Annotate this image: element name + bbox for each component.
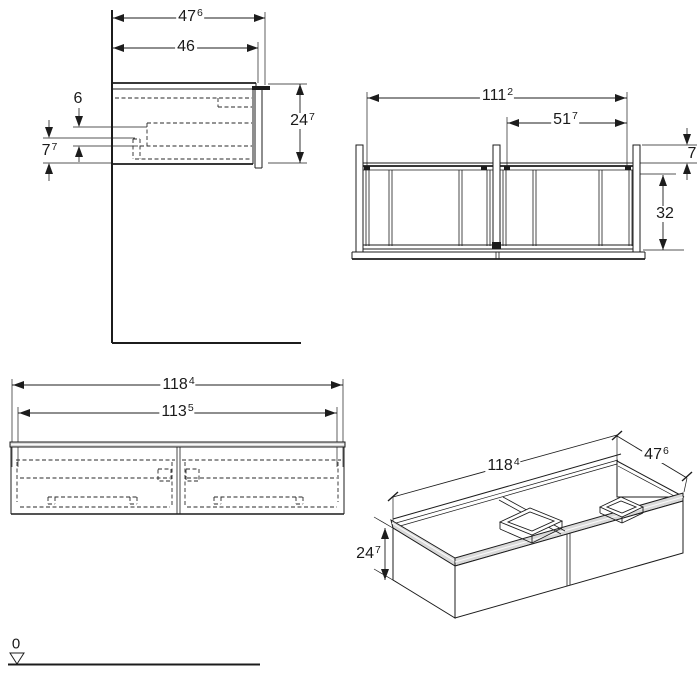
dim-top-inner-depth: 32 [654, 205, 676, 222]
basin-edge-tick [252, 86, 270, 90]
top-view-carcass [351, 144, 646, 260]
side-view-hidden-lines [115, 97, 252, 160]
siphon-cutout-right [598, 496, 645, 524]
datum-triangle-icon [9, 652, 25, 665]
top-view [351, 92, 697, 260]
dim-top-width-overall: 1112 [479, 86, 515, 104]
center-partition [492, 144, 501, 249]
front-view-hidden-lines [16, 459, 341, 508]
dim-side-bottom-clearance: 77 [39, 141, 59, 159]
front-view-cabinet [9, 441, 346, 515]
dim-side-height: 247 [288, 111, 316, 129]
left-side-panel [355, 144, 364, 253]
dim-top-width-right-section: 517 [551, 110, 579, 128]
datum-zero-label: 0 [11, 635, 21, 653]
dim-persp-height: 247 [354, 544, 382, 562]
side-view [43, 10, 307, 344]
dim-side-depth-body: 46 [175, 38, 197, 55]
drawer-fronts [454, 500, 684, 619]
siphon-cutout-center [498, 507, 564, 544]
dim-top-rail-depth: 7 [685, 145, 699, 162]
right-panel [616, 460, 685, 498]
side-view-cabinet [112, 82, 270, 169]
dim-persp-depth: 476 [642, 445, 670, 463]
dim-persp-width: 1184 [485, 456, 521, 474]
dim-front-width-body: 1135 [159, 402, 195, 420]
front-view [9, 379, 346, 515]
dim-side-top-clearance: 6 [71, 90, 85, 107]
perspective-view [373, 430, 693, 619]
datum-level [8, 652, 260, 666]
dim-side-depth-overall: 476 [176, 7, 204, 25]
right-side-panel [632, 144, 641, 253]
dim-front-width-overall: 1184 [160, 375, 196, 393]
